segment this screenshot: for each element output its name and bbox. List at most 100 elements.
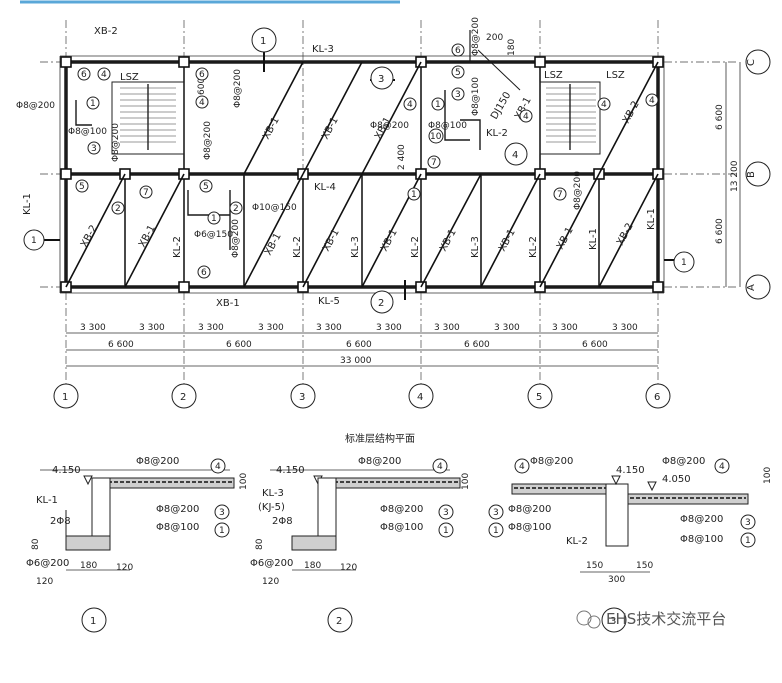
dim-bay-8: 3 300 (494, 323, 520, 333)
rebar-top-c: Φ8@200 (370, 121, 409, 131)
s1-dim-1: 120 (36, 577, 53, 587)
s3-right-bot: Φ8@100 (680, 534, 723, 545)
dim-bay-3: 3 300 (198, 323, 224, 333)
s1-num-3: 3 (219, 508, 225, 518)
s2-num-1: 1 (443, 526, 449, 536)
rebar-mid-c: Φ8@200 (231, 219, 241, 258)
slab-label-bot-16: XB-2 (615, 221, 636, 247)
num-6d: 6 (455, 46, 461, 56)
s3-dim-1: 150 (586, 561, 603, 571)
s1-num-1: 1 (219, 526, 225, 536)
stair-right (539, 81, 601, 155)
s1-label: 1 (90, 616, 96, 627)
watermark: EHS技术交流平台 (576, 610, 726, 629)
grid-label-1: 1 (62, 392, 68, 403)
s1-slab-top: Φ8@200 (136, 456, 179, 467)
s3-num-l4: 4 (519, 462, 525, 472)
section-1 (40, 469, 235, 571)
num-10: 10 (430, 132, 442, 142)
label-kl4: KL-4 (314, 182, 336, 193)
num-4e: 4 (601, 100, 607, 110)
grid-bubble-3 (290, 383, 316, 409)
num-4b: 4 (199, 98, 205, 108)
dim-span-1: 6 600 (108, 340, 134, 350)
num-5a: 5 (79, 182, 85, 192)
section-marker-1b-label: 1 (31, 236, 37, 246)
num-2a: 2 (115, 204, 121, 214)
grid-bubble-6 (645, 383, 671, 409)
s2-dim-3: 120 (340, 563, 357, 573)
dimension-lines (66, 62, 741, 367)
slab-label-bot-15: KL-1 (588, 228, 599, 250)
section-marker-1c (673, 251, 695, 273)
label-kl5: KL-5 (318, 296, 340, 307)
slab-label-bot-4: XB-1 (263, 231, 284, 257)
num-5b: 5 (203, 182, 209, 192)
grid-label-a: A (746, 284, 757, 291)
s3-dim-2: 150 (636, 561, 653, 571)
slab-label-bot-14: XB-1 (555, 225, 576, 251)
grid-bubble-b (745, 161, 771, 187)
plan-num-markers: 6 4 1 3 5 2 6 4 7 5 1 2 6 4 1 6 5 3 10 7… (75, 43, 659, 279)
rebar-top-a: Φ8@200 (471, 17, 481, 56)
label-kl3: KL-3 (312, 44, 334, 55)
section-marker-2-label: 2 (378, 298, 384, 309)
dim-right-span-2: 6 600 (715, 218, 725, 244)
grid-label-4: 4 (417, 392, 423, 403)
num-7b: 7 (431, 158, 437, 168)
s3-dim-3: 300 (608, 575, 625, 585)
grid-bubble-c (745, 49, 771, 75)
dim-span-5: 6 600 (582, 340, 608, 350)
plan-labels: XB-2 KL-3 KL-4 KL-5 XB-1 KL-1 DJ150 KL-2… (16, 17, 657, 445)
s3-left-bot: Φ8@100 (508, 522, 551, 533)
grid-label-c: C (746, 59, 757, 66)
dim-200: 200 (486, 33, 503, 43)
num-4a: 4 (101, 70, 107, 80)
rebar-col-a: Φ8@200 (233, 69, 243, 108)
dim-bay-6: 3 300 (376, 323, 402, 333)
num-6c: 6 (201, 268, 207, 278)
dim-bay-7: 3 300 (434, 323, 460, 333)
dim-600: 600 (197, 78, 207, 95)
s2-num-3: 3 (443, 508, 449, 518)
s1-dim-3: 120 (116, 563, 133, 573)
section-marker-1b (23, 229, 45, 251)
num-3a: 3 (91, 144, 97, 154)
num-7a: 7 (143, 188, 149, 198)
grid-label-6: 6 (654, 392, 660, 403)
rebar-right-a: Φ8@200 (573, 171, 583, 210)
stair-left (111, 81, 185, 155)
s3-num-r1: 1 (745, 536, 751, 546)
label-kl2-top: KL-2 (486, 128, 508, 139)
s2-dim-1: 120 (262, 577, 279, 587)
s2-stirrup: Φ6@200 (250, 558, 293, 569)
num-4d: 4 (523, 112, 529, 122)
dim-right-total: 13 200 (730, 160, 740, 192)
section-1-text: 4.150 KL-1 2Φ8 Φ6@200 Φ8@200 Φ8@200 Φ8@1… (26, 456, 249, 633)
s3-dim-100: 100 (763, 467, 773, 484)
stair-label-1: LSZ (120, 72, 139, 83)
s2-num-4: 4 (437, 462, 443, 472)
s1-num-4: 4 (215, 462, 221, 472)
rebar-mid-b: Φ6@150 (194, 230, 233, 240)
grid-bubbles: 1 2 3 4 5 6 C B A (53, 49, 771, 409)
s2-beam: KL-3 (262, 488, 284, 499)
rebar-left-a: Φ8@200 (16, 101, 55, 111)
dim-span-3: 6 600 (346, 340, 372, 350)
grid-bubble-a (745, 274, 771, 300)
dim-bay-5: 3 300 (316, 323, 342, 333)
section-3 (511, 475, 749, 573)
slab-label-top-2: XB-1 (320, 115, 341, 141)
s2-bars: 2Φ8 (272, 516, 293, 527)
dim-total: 33 000 (340, 356, 372, 366)
s2-dim-2: 180 (304, 561, 321, 571)
slab-label-bot-12: XB-1 (497, 227, 518, 253)
section-marker-3-label: 3 (378, 74, 384, 85)
label-kl1-right: KL-1 (646, 208, 657, 230)
s3-right-mid: Φ8@200 (680, 514, 723, 525)
dim-bay-4: 3 300 (258, 323, 284, 333)
plan-title: 标准层结构平面 (345, 432, 415, 445)
label-dj150: DJ150 (489, 90, 513, 121)
grid-label-3: 3 (299, 392, 305, 403)
